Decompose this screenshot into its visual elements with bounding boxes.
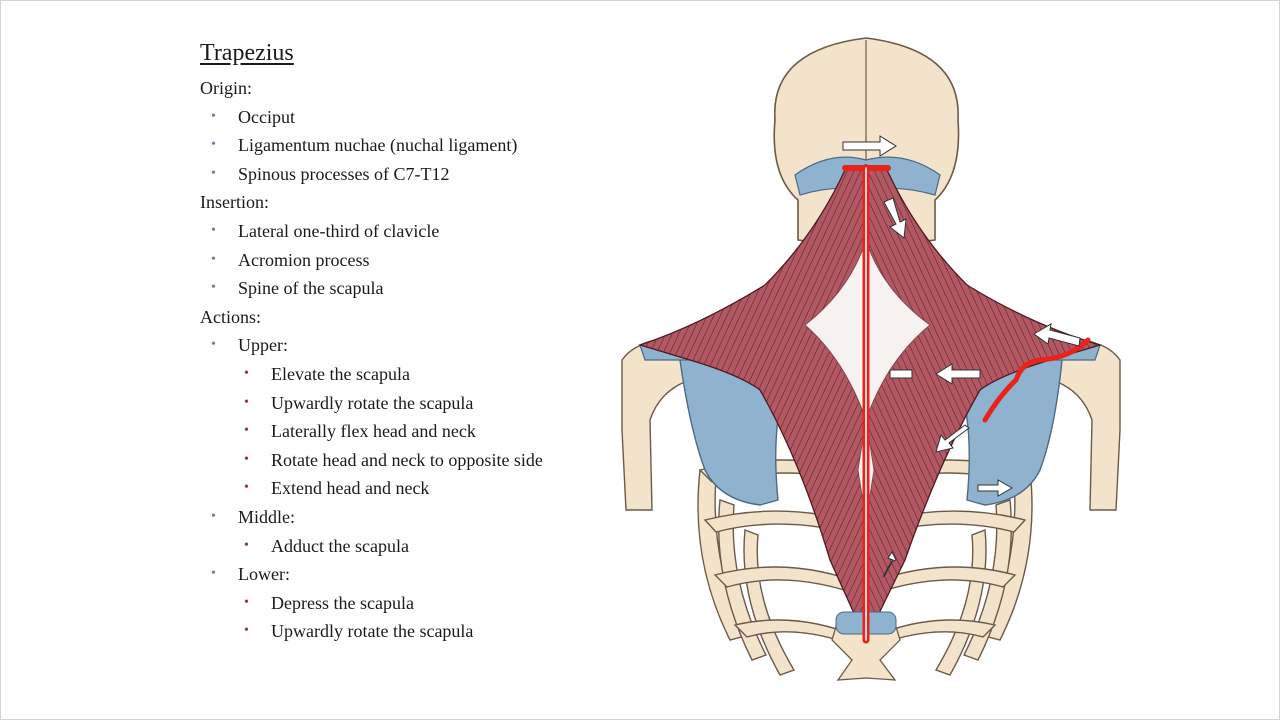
bullet-icon: • xyxy=(211,508,216,524)
list-item: •Acromion process xyxy=(200,246,620,275)
bullet-icon: • xyxy=(244,537,249,553)
bullet-icon: • xyxy=(211,108,216,124)
sub-list-item: •Upwardly rotate the scapula xyxy=(200,617,620,646)
list-item: •Ligamentum nuchae (nuchal ligament) xyxy=(200,131,620,160)
list-item: •Spine of the scapula xyxy=(200,274,620,303)
bullet-icon: • xyxy=(211,222,216,238)
insertion-highlight xyxy=(982,337,1091,423)
bullet-icon: • xyxy=(244,480,249,496)
bullet-icon: • xyxy=(244,423,249,439)
bullet-icon: • xyxy=(211,251,216,267)
bullet-icon: • xyxy=(211,280,216,296)
sub-list-item: •Depress the scapula xyxy=(200,589,620,618)
list-item: •Lateral one-third of clavicle xyxy=(200,217,620,246)
bullet-icon: • xyxy=(244,451,249,467)
trapezius-left xyxy=(637,164,867,641)
bullet-icon: • xyxy=(211,566,216,582)
bullet-icon: • xyxy=(211,165,216,181)
insertion-heading: Insertion: xyxy=(200,192,269,213)
bullet-icon: • xyxy=(211,137,216,153)
bullet-icon: • xyxy=(244,394,249,410)
list-item: •Middle: xyxy=(200,503,620,532)
slide-title: Trapezius xyxy=(200,40,294,66)
direction-arrows-icon xyxy=(842,135,1081,578)
sub-list-item: •Rotate head and neck to opposite side xyxy=(200,446,620,475)
right-humerus xyxy=(1051,341,1121,511)
list-item: •Spinous processes of C7-T12 xyxy=(200,160,620,189)
bullet-icon: • xyxy=(244,594,249,610)
bullet-icon: • xyxy=(244,623,249,639)
list-item: •Lower: xyxy=(200,560,620,589)
sub-list-item: •Upwardly rotate the scapula xyxy=(200,389,620,418)
bullet-icon: • xyxy=(211,337,216,353)
sub-list-item: •Extend head and neck xyxy=(200,474,620,503)
origin-highlight xyxy=(842,164,891,644)
actions-heading: Actions: xyxy=(200,306,261,327)
trapezius-right xyxy=(865,164,1103,641)
sub-list-item: •Elevate the scapula xyxy=(200,360,620,389)
left-humerus xyxy=(621,341,691,511)
trapezius-anatomy-illustration xyxy=(621,37,1121,681)
origin-heading: Origin: xyxy=(200,78,252,98)
text-column: Trapezius Origin: •Occiput •Ligamentum n… xyxy=(200,38,620,646)
bullet-icon: • xyxy=(244,365,249,381)
list-item: •Upper: xyxy=(200,331,620,360)
vertebra xyxy=(831,619,901,681)
sub-list-item: •Adduct the scapula xyxy=(200,532,620,561)
sub-list-item: •Laterally flex head and neck xyxy=(200,417,620,446)
list-item: •Occiput xyxy=(200,103,620,132)
